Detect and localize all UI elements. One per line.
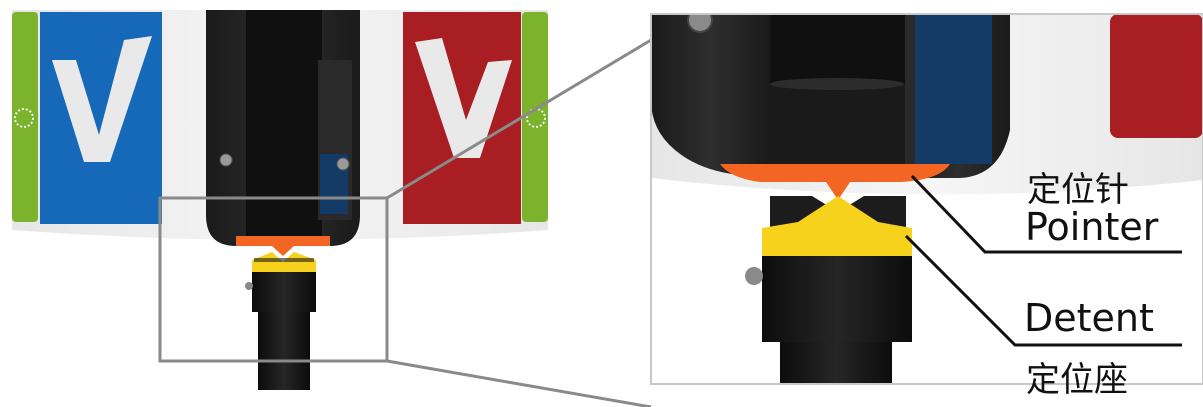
detent-label-zh: 定位座 — [1026, 352, 1128, 401]
shroud-inner — [246, 10, 322, 242]
zoom-slot — [905, 14, 915, 174]
pointer-label-zh: 定位针 — [1027, 162, 1129, 211]
zoom-inner-column — [770, 14, 905, 84]
main-view — [12, 10, 548, 390]
pointer-main — [236, 236, 330, 256]
screw-right — [337, 158, 349, 170]
zoom-collar-knob — [745, 267, 763, 285]
zoom-shroud-bottom — [770, 84, 905, 176]
detent-label-en: Detent — [1024, 296, 1154, 340]
post-collar-top — [254, 258, 314, 262]
zoom-collar — [762, 256, 912, 342]
post-collar — [252, 272, 316, 312]
zoom-screw — [688, 8, 712, 32]
collar-knob — [245, 282, 253, 290]
connector-bottom — [387, 361, 651, 407]
pointer-label-en: Pointer — [1025, 205, 1158, 249]
zoom-shroud-blue-window — [912, 14, 992, 164]
screw-left — [220, 154, 232, 166]
green-stripe-right — [522, 12, 548, 222]
post — [258, 312, 310, 390]
zoom-shroud-lip — [770, 78, 904, 90]
zoom-red-panel — [1110, 14, 1203, 138]
